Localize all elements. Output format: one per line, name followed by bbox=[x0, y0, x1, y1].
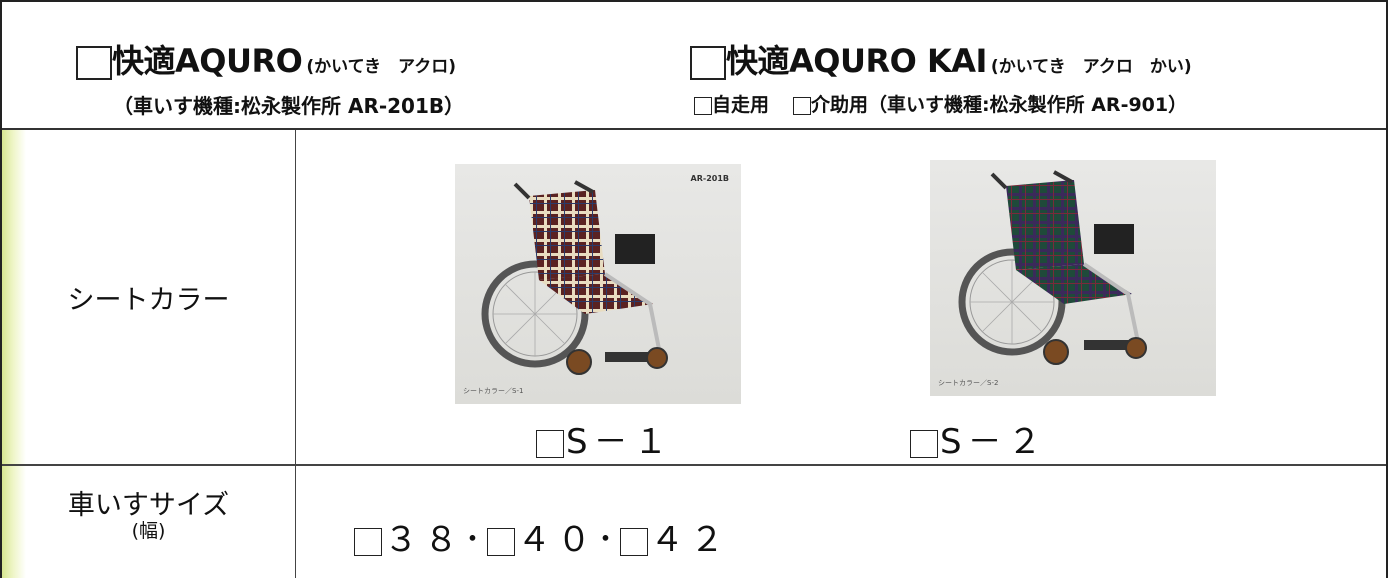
row-accent-strip bbox=[2, 130, 26, 466]
wheelchair-illustration-s1 bbox=[481, 180, 668, 375]
photo-caption-s1: シートカラー／S-1 bbox=[463, 387, 524, 395]
wheelchair-photo-s1: AR-201B シートカラー／S-1 bbox=[455, 164, 741, 404]
product2-options: 自走用 介助用（車いす機種:松永製作所 AR-901） bbox=[694, 90, 1187, 117]
size-38-label: ３８ bbox=[384, 520, 464, 560]
size-separator: ･ bbox=[464, 520, 487, 560]
seat-color-label: シートカラー bbox=[67, 285, 230, 316]
seat-color-label-cell: シートカラー bbox=[2, 130, 296, 464]
seat-color-row: シートカラー bbox=[2, 130, 1386, 466]
size-38-checkbox[interactable] bbox=[354, 527, 382, 556]
wheelchair-size-row: 車いすサイズ (幅) bbox=[2, 466, 1386, 578]
product1-title: 快適AQURO bbox=[112, 42, 303, 80]
seat-color-s2-checkbox[interactable] bbox=[910, 429, 938, 458]
seat-color-s1-label: S－１ bbox=[566, 422, 674, 462]
product1-reading: (かいてき アクロ) bbox=[306, 57, 456, 77]
product1-title-line: 快適AQURO(かいてき アクロ) bbox=[76, 36, 456, 82]
size-40-label: ４０ bbox=[517, 520, 597, 560]
seat-color-option-s1[interactable]: S－１ bbox=[536, 414, 674, 463]
size-separator: ･ bbox=[597, 520, 620, 560]
size-42-checkbox[interactable] bbox=[620, 527, 648, 556]
photo-model-code: AR-201B bbox=[690, 174, 729, 183]
seat-color-s2-label: S－２ bbox=[940, 422, 1048, 462]
product2-reading: (かいてき アクロ かい) bbox=[990, 57, 1192, 77]
size-options: ３８･４０･４２ bbox=[354, 512, 730, 561]
size-label-cell: 車いすサイズ (幅) bbox=[2, 466, 296, 578]
seat-color-s1-checkbox[interactable] bbox=[536, 429, 564, 458]
product2-title-line: 快適AQURO KAI(かいてき アクロ かい) bbox=[690, 36, 1192, 82]
size-label-sub: (幅) bbox=[131, 520, 166, 543]
product2-title: 快適AQURO KAI bbox=[726, 42, 987, 80]
size-label: 車いすサイズ (幅) bbox=[2, 490, 295, 543]
self-propelled-checkbox[interactable] bbox=[694, 96, 712, 115]
header-row: 快適AQURO(かいてき アクロ) （車いす機種:松永製作所 AR-201B） … bbox=[2, 2, 1386, 130]
size-label-main: 車いすサイズ bbox=[67, 490, 230, 521]
wheelchair-illustration-s2 bbox=[958, 170, 1147, 365]
wheelchair-photo-s2: シートカラー／S-2 bbox=[930, 160, 1216, 396]
attendant-label: 介助用（車いす機種:松永製作所 AR-901） bbox=[811, 94, 1188, 116]
product1-subtitle: （車いす機種:松永製作所 AR-201B） bbox=[113, 94, 465, 118]
seat-color-option-s2[interactable]: S－２ bbox=[910, 414, 1048, 463]
product1-checkbox[interactable] bbox=[76, 46, 112, 80]
row-accent-strip bbox=[2, 466, 26, 578]
self-propelled-label: 自走用 bbox=[712, 94, 770, 116]
size-40-checkbox[interactable] bbox=[487, 527, 515, 556]
attendant-checkbox[interactable] bbox=[793, 96, 812, 115]
size-42-label: ４２ bbox=[650, 520, 730, 560]
product2-checkbox[interactable] bbox=[690, 46, 726, 80]
photo-caption-s2: シートカラー／S-2 bbox=[938, 379, 999, 387]
